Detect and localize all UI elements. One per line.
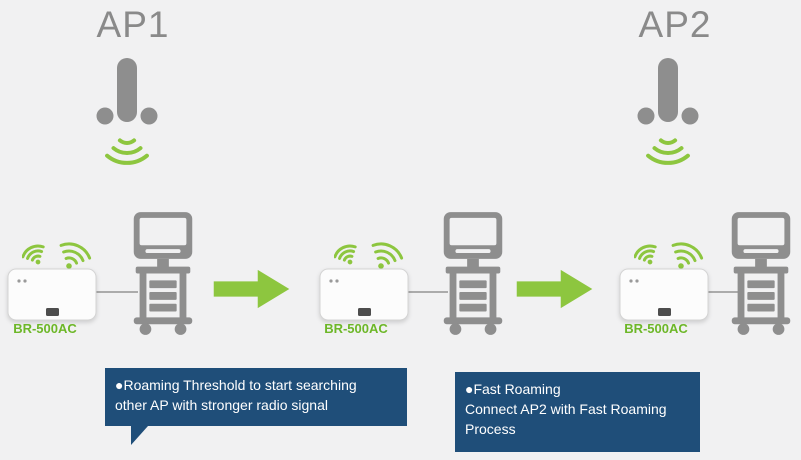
wifi-signal-up-icon	[22, 242, 92, 269]
device-1-label: BR-500AC	[13, 321, 77, 336]
callout-tail	[131, 426, 148, 445]
medical-cart-icon	[731, 212, 791, 335]
ap-mount-left	[637, 107, 655, 125]
ap2-label: AP2	[638, 4, 712, 45]
cable-link	[400, 291, 448, 293]
cable-link	[88, 291, 138, 293]
ap-mount-right	[140, 107, 158, 125]
ap1-label: AP1	[96, 4, 170, 45]
medical-cart-icon	[133, 212, 193, 335]
arrow-right-icon	[213, 269, 290, 309]
callout-fast-roaming: ●Fast Roaming Connect AP2 with Fast Roam…	[455, 372, 700, 452]
callout-line-1: ●Roaming Threshold to start searching	[115, 377, 357, 393]
callout-line-2: other AP with stronger radio signal	[115, 396, 328, 413]
callout-line-3: Process	[465, 420, 516, 437]
ap-mount-right	[681, 107, 699, 125]
ap-body	[658, 58, 678, 122]
access-point-2-icon	[637, 58, 699, 165]
callout-line-1: ●Fast Roaming	[465, 381, 561, 397]
callout-roaming-threshold: ●Roaming Threshold to start searching ot…	[105, 368, 407, 445]
device-3-label: BR-500AC	[624, 321, 688, 336]
medical-cart-icon	[443, 212, 503, 335]
cable-link	[700, 291, 744, 293]
wifi-signal-down-icon	[105, 138, 149, 165]
access-point-1-icon	[96, 58, 158, 165]
br500ac-device-icon	[319, 268, 409, 321]
wifi-signal-up-icon	[634, 242, 704, 269]
wifi-signal-down-icon	[646, 138, 690, 165]
device-2-label: BR-500AC	[324, 321, 388, 336]
br500ac-device-icon	[7, 268, 97, 321]
br500ac-device-icon	[619, 268, 709, 321]
wifi-signal-up-icon	[334, 242, 404, 269]
arrow-right-icon	[516, 269, 593, 309]
ap-mount-left	[96, 107, 114, 125]
callout-line-2: Connect AP2 with Fast Roaming	[465, 400, 667, 417]
ap-body	[117, 58, 137, 122]
